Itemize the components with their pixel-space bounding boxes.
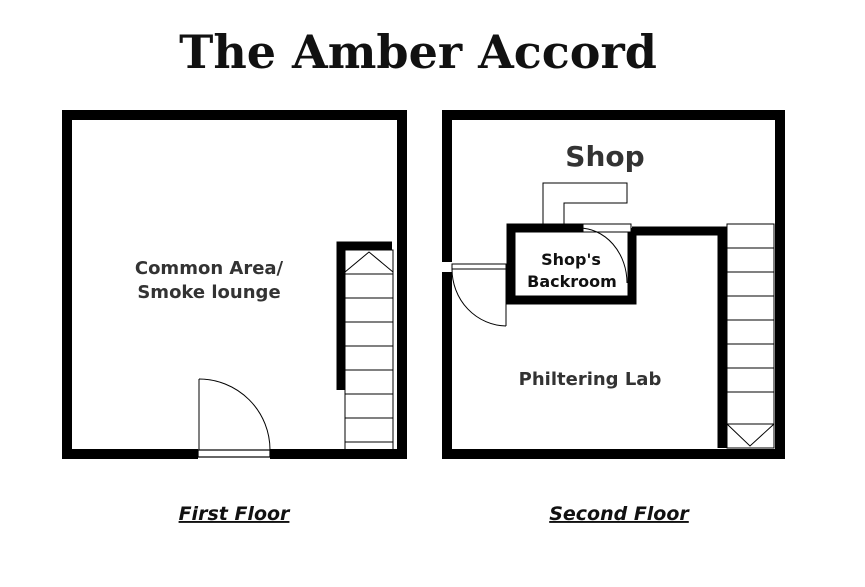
first-floor-walls — [62, 110, 407, 459]
room-label-backroom: Backroom — [527, 272, 617, 291]
second-floor-staircase-icon — [726, 223, 775, 449]
room-label-common-area: Common Area/ — [135, 258, 284, 279]
interior-wall — [632, 226, 727, 448]
floor-label-first: First Floor — [179, 503, 291, 525]
second-floor-walls — [442, 110, 785, 459]
room-label-shop: Shop — [565, 140, 644, 173]
page-title: The Amber Accord — [179, 25, 657, 79]
room-label-smoke-lounge: Smoke lounge — [137, 282, 280, 303]
room-label-shops: Shop's — [541, 250, 601, 269]
side-door-threshold — [451, 263, 507, 270]
room-label-philtering-lab: Philtering Lab — [519, 369, 662, 390]
first-floor-plan: Common Area/ Smoke lounge — [62, 110, 407, 459]
side-door-swing-icon — [451, 268, 507, 327]
first-floor-staircase-icon — [336, 241, 394, 451]
shop-counter-icon — [542, 182, 628, 224]
second-floor-plan: Shop Shop's Backroom Philtering Lab — [442, 110, 785, 459]
front-door-threshold — [197, 449, 271, 458]
front-door-swing-icon — [198, 378, 271, 451]
floor-label-second: Second Floor — [549, 503, 690, 525]
backroom-door-swing-icon — [578, 227, 628, 284]
